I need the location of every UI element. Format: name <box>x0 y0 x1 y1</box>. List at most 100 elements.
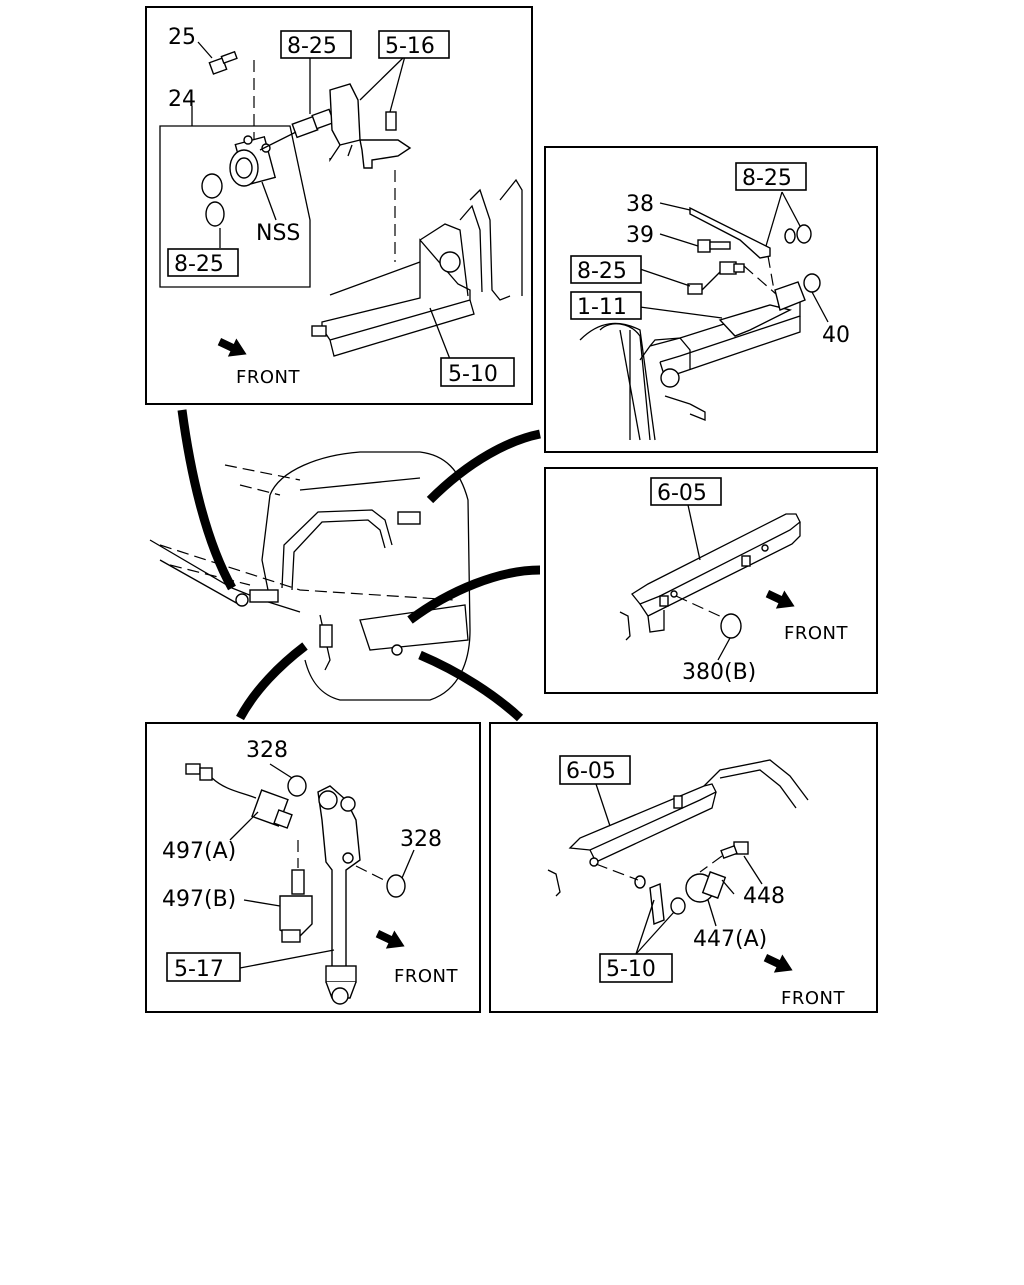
sensor-connector <box>687 261 745 295</box>
part-label-39: 39 <box>626 223 654 248</box>
callout-curve-bottom-left <box>236 642 308 721</box>
front-arrow-icon <box>765 590 795 609</box>
frame-5-10 <box>311 178 523 357</box>
ref-box-8-25-nut <box>735 162 807 191</box>
switch-cap <box>201 173 225 227</box>
dash-bracket <box>767 255 775 291</box>
ref-box-5-16 <box>378 30 450 59</box>
cab-body-outline <box>269 451 471 701</box>
cab-latch-part <box>397 511 421 525</box>
sensor-497a <box>185 763 293 829</box>
nut-328-top <box>287 775 307 797</box>
ref-box-5-10 <box>440 357 515 387</box>
nut-328-right <box>386 874 406 898</box>
ref-label-6-05-lower: 6-05 <box>566 759 616 784</box>
part-label-447a: 447(A) <box>693 927 767 952</box>
panel-mid-right: FRONT 380(B) 6-05 <box>544 467 878 694</box>
frame-bracket <box>249 589 279 603</box>
rail-6-05-lower <box>547 759 809 897</box>
frame-rail-1-11 <box>579 281 806 441</box>
panel-bottom-right-frame <box>489 722 878 1013</box>
part-label-497a: 497(A) <box>162 839 236 864</box>
connector-8-25 <box>259 108 335 151</box>
ref-label-5-10-lower: 5-10 <box>606 957 656 982</box>
part-label-448: 448 <box>743 884 785 909</box>
ref-box-6-05 <box>650 477 722 506</box>
front-label: FRONT <box>236 367 300 388</box>
panel-bottom-right: FRONT 448 447(A) 6-05 5-10 <box>489 722 878 1013</box>
leader-380b <box>717 637 731 661</box>
bracket-5-16 <box>329 83 412 169</box>
bolt-25 <box>208 50 238 75</box>
leader-5-17 <box>239 949 335 969</box>
leader-5-10-a <box>635 899 655 955</box>
leader-8-25-b <box>781 191 801 227</box>
frame-bolt <box>235 593 249 607</box>
cab-overview <box>149 409 541 722</box>
front-label: FRONT <box>784 623 848 644</box>
part-label-nss: NSS <box>256 221 300 246</box>
frame-rail-line <box>149 539 301 613</box>
stopper-part <box>319 624 333 648</box>
ref-label-6-05: 6-05 <box>657 481 707 506</box>
part-label-38: 38 <box>626 192 654 217</box>
leader-5-16-b <box>389 55 406 113</box>
ref-box-8-25-inset <box>167 248 239 277</box>
ref-label-8-25-inset: 8-25 <box>174 252 224 277</box>
leader-nss <box>261 181 277 221</box>
washer-5-10 <box>634 875 646 889</box>
ref-box-8-25-sensor <box>570 255 642 284</box>
ref-box-5-17 <box>166 952 241 982</box>
leader-447a <box>707 899 717 927</box>
frame-rail-dash <box>159 544 456 601</box>
leader-1-11 <box>639 306 723 319</box>
bracket-38 <box>689 206 771 259</box>
bracket-5-10 <box>649 883 665 925</box>
part-label-328-right: 328 <box>400 827 442 852</box>
ref-label-8-25-sensor: 8-25 <box>577 259 627 284</box>
leader-5-10-b <box>635 911 675 955</box>
switch-447a <box>685 871 735 903</box>
plug-380b <box>720 613 742 639</box>
front-arrow-icon <box>763 954 793 973</box>
front-arrow-icon <box>217 338 247 357</box>
panel-bottom-left: FRONT 328 328 497(A) 497(B) 5-17 <box>145 722 481 1013</box>
ref-box-5-10-lower <box>599 953 673 983</box>
callout-curve-top-right <box>426 429 541 504</box>
frame-rail-line-2 <box>159 559 241 606</box>
part-label-24: 24 <box>168 87 196 112</box>
ref-label-8-25-nut: 8-25 <box>742 166 792 191</box>
front-label: FRONT <box>781 988 845 1009</box>
tilt-bracket-inner <box>291 519 386 591</box>
leader-6-05-lower <box>595 783 611 827</box>
rail-6-05 <box>619 513 801 641</box>
front-label: FRONT <box>394 966 458 987</box>
part-label-40: 40 <box>822 323 850 348</box>
cab-step <box>359 604 469 651</box>
callout-curve-mid-right <box>407 565 541 624</box>
cab-side <box>261 494 271 601</box>
tilt-bracket <box>281 509 393 589</box>
leader-39 <box>659 233 699 247</box>
ref-label-1-11: 1-11 <box>577 295 627 320</box>
leader-40 <box>811 291 829 323</box>
nut-5-10 <box>670 897 686 915</box>
part-label-25: 25 <box>168 25 196 50</box>
ref-box-6-05-lower <box>559 755 631 785</box>
leader-25 <box>197 41 213 59</box>
bolt-448 <box>720 841 749 860</box>
dash-bracket-lower <box>595 863 639 881</box>
ref-label-8-25-top: 8-25 <box>287 34 337 59</box>
cab-roof-line <box>299 477 421 491</box>
switch-497b <box>279 869 313 943</box>
panel-top-right: 38 39 40 8-25 8-25 1-11 <box>544 146 878 453</box>
leader-328-top <box>269 763 293 779</box>
stay-5-17 <box>317 785 393 1005</box>
frame-rail-dash-3 <box>239 484 281 496</box>
part-label-328-top: 328 <box>246 738 288 763</box>
nut-8-25 <box>784 224 812 244</box>
nut-40 <box>803 273 821 293</box>
dash-plug <box>675 595 725 619</box>
panel-top-left-frame <box>145 6 533 405</box>
